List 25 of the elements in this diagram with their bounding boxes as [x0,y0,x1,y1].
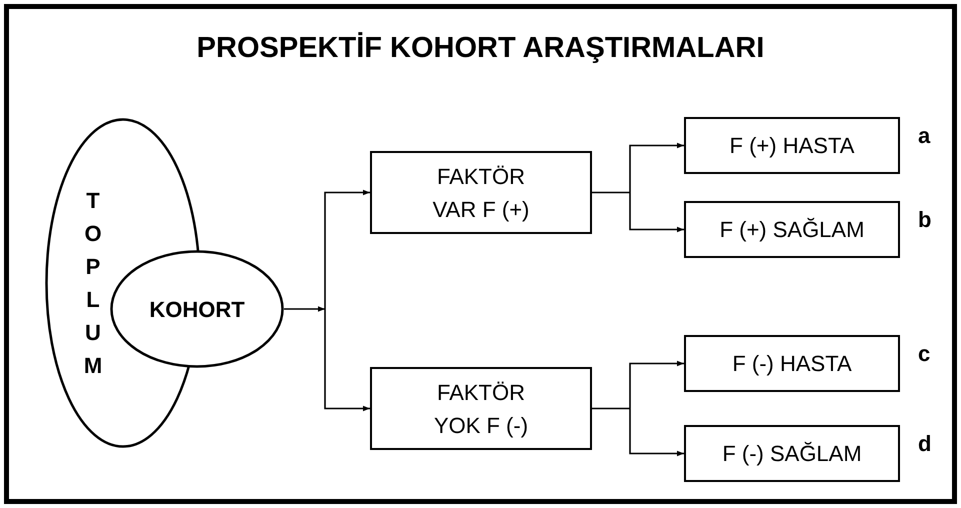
node-label: F (-) HASTA [731,350,853,378]
node-label: FAKTÖR YOK F (-) [432,378,530,440]
node-label: F (-) SAĞLAM [721,440,863,468]
arrow [629,142,684,192]
row-letter: a [918,125,930,147]
connector-line [592,192,630,194]
node-label: F (+) SAĞLAM [718,216,866,244]
connector-line [592,408,630,410]
process-box [370,151,592,234]
arrow [324,309,370,412]
node-label: F (+) HASTA [728,132,856,160]
row-letter: c [918,343,930,365]
arrow [629,408,684,456]
node-label: KOHORT [148,296,246,324]
connector-line [284,306,325,312]
title: PROSPEKTİF KOHORT ARAŞTIRMALARI [196,34,766,63]
row-letter: b [918,209,932,231]
arrow [629,360,684,408]
arrow [629,192,684,232]
node-label: FAKTÖR VAR F (+) [432,162,530,224]
node-label: TOPLUM [82,187,104,380]
process-box [370,367,592,450]
row-letter: d [918,433,932,455]
ellipse-node [110,250,284,368]
arrow [324,190,370,309]
